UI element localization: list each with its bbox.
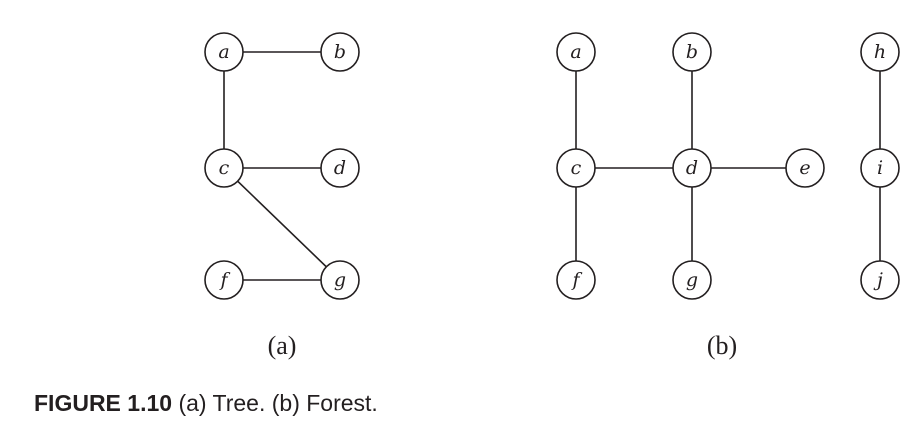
tree-node-a: a — [204, 32, 244, 72]
tree-node-label-b: b — [334, 41, 346, 63]
forest-node-circle-a — [556, 32, 596, 72]
tree-node-circle-f — [204, 260, 244, 300]
tree-node-circle-a — [204, 32, 244, 72]
figure-number: FIGURE 1.10 — [34, 390, 173, 416]
tree-diagram: a b c d f g — [204, 32, 360, 300]
forest-diagram: a b h c d e i f g j — [556, 32, 900, 300]
forest-node-label-b: b — [686, 41, 698, 63]
tree-node-label-g: g — [334, 269, 346, 291]
figure-caption: FIGURE 1.10 (a) Tree. (b) Forest. — [34, 390, 378, 417]
forest-node-circle-d — [672, 148, 712, 188]
tree-node-circle-g — [320, 260, 360, 300]
forest-node-label-e: e — [799, 157, 810, 179]
forest-node-circle-c — [556, 148, 596, 188]
tree-node-f: f — [204, 260, 244, 300]
forest-node-i: i — [860, 148, 900, 188]
forest-node-circle-i — [860, 148, 900, 188]
tree-node-g: g — [320, 260, 360, 300]
forest-node-a: a — [556, 32, 596, 72]
forest-node-label-g: g — [686, 269, 698, 291]
tree-node-d: d — [320, 148, 360, 188]
forest-node-f: f — [556, 260, 596, 300]
forest-node-label-i: i — [877, 157, 883, 179]
forest-node-c: c — [556, 148, 596, 188]
forest-node-label-j: j — [873, 269, 883, 291]
forest-node-circle-j — [860, 260, 900, 300]
forest-node-h: h — [860, 32, 900, 72]
tree-node-b: b — [320, 32, 360, 72]
forest-node-g: g — [672, 260, 712, 300]
tree-node-label-d: d — [334, 157, 346, 179]
forest-node-circle-h — [860, 32, 900, 72]
tree-node-circle-b — [320, 32, 360, 72]
forest-node-circle-g — [672, 260, 712, 300]
forest-node-j: j — [860, 260, 900, 300]
forest-node-circle-e — [785, 148, 825, 188]
tree-node-label-c: c — [219, 157, 230, 179]
forest-node-label-a: a — [570, 41, 581, 63]
forest-node-label-c: c — [571, 157, 582, 179]
forest-node-label-f: f — [570, 269, 582, 291]
caption-text: (a) Tree. (b) Forest. — [178, 390, 378, 416]
forest-node-b: b — [672, 32, 712, 72]
tree-sublabel: (a) — [268, 331, 297, 360]
forest-node-circle-b — [672, 32, 712, 72]
tree-node-circle-c — [204, 148, 244, 188]
tree-node-circle-d — [320, 148, 360, 188]
tree-node-label-f: f — [218, 269, 230, 291]
tree-node-c: c — [204, 148, 244, 188]
forest-sublabel: (b) — [707, 331, 737, 360]
forest-node-label-d: d — [686, 157, 698, 179]
forest-node-e: e — [785, 148, 825, 188]
forest-node-label-h: h — [874, 41, 886, 63]
forest-node-circle-f — [556, 260, 596, 300]
tree-edge-c-g — [223, 167, 341, 281]
forest-node-d: d — [672, 148, 712, 188]
tree-node-label-a: a — [218, 41, 229, 63]
